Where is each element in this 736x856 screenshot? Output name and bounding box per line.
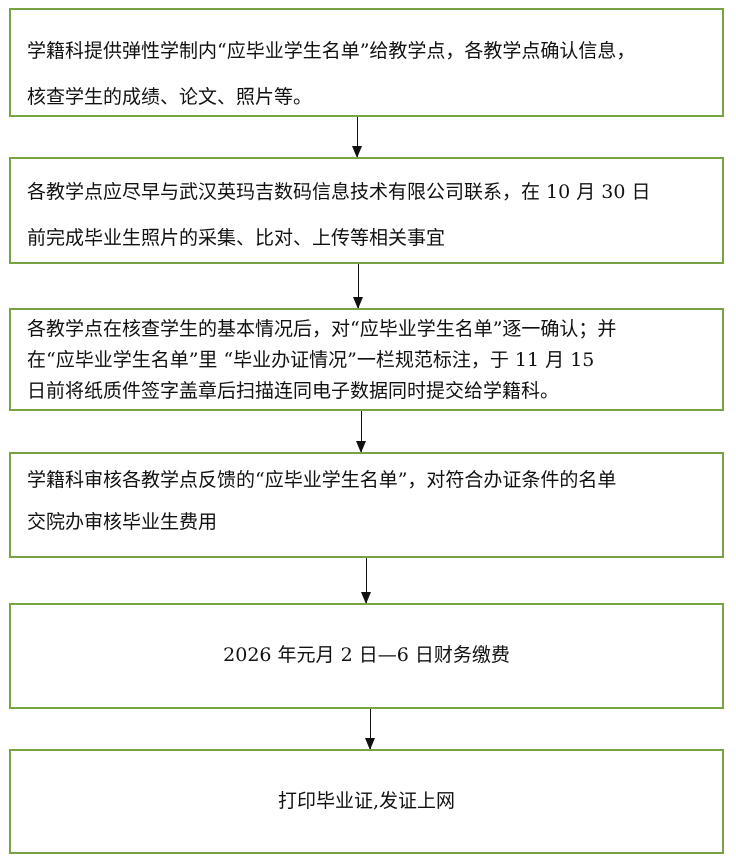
- step-4-line-2: 交院办审核毕业生费用: [27, 511, 218, 533]
- arrow-5-6: [365, 709, 375, 750]
- step-4-box: 学籍科审核各教学点反馈的“应毕业学生名单”，对符合办证条件的名单 交院办审核毕业…: [9, 452, 724, 558]
- arrow-2-3: [353, 264, 363, 309]
- step-2-line-1: 各教学点应尽早与武汉英玛吉数码信息技术有限公司联系，在 10 月 30 日: [27, 181, 651, 203]
- step-1-box: 学籍科提供弹性学制内“应毕业学生名单”给教学点，各教学点确认信息， 核查学生的成…: [9, 8, 724, 117]
- arrow-4-5: [361, 558, 371, 604]
- step-6-line-1: 打印毕业证,发证上网: [277, 790, 456, 812]
- step-6-box: 打印毕业证,发证上网: [9, 749, 724, 854]
- step-1-line-1: 学籍科提供弹性学制内“应毕业学生名单”给教学点，各教学点确认信息，: [27, 40, 636, 62]
- step-2-line-2: 前完成毕业生照片的采集、比对、上传等相关事宜: [27, 227, 446, 249]
- step-3-line-3: 日前将纸质件签字盖章后扫描连同电子数据同时提交给学籍科。: [27, 380, 560, 402]
- step-3-line-1: 各教学点在核查学生的基本情况后，对“应毕业学生名单”逐一确认；并: [27, 318, 617, 340]
- arrow-1-2: [352, 117, 362, 158]
- step-5-line-1: 2026 年元月 2 日—6 日财务缴费: [223, 644, 510, 666]
- step-4-line-1: 学籍科审核各教学点反馈的“应毕业学生名单”，对符合办证条件的名单: [27, 469, 617, 491]
- step-2-box: 各教学点应尽早与武汉英玛吉数码信息技术有限公司联系，在 10 月 30 日 前完…: [9, 157, 724, 264]
- arrow-3-4: [356, 411, 366, 453]
- step-5-box: 2026 年元月 2 日—6 日财务缴费: [9, 603, 724, 709]
- step-3-box: 各教学点在核查学生的基本情况后，对“应毕业学生名单”逐一确认；并 在“应毕业学生…: [9, 308, 724, 411]
- step-1-line-2: 核查学生的成绩、论文、照片等。: [27, 86, 313, 108]
- step-3-line-2: 在“应毕业学生名单”里 “毕业办证情况”一栏规范标注，于 11 月 15: [27, 349, 595, 371]
